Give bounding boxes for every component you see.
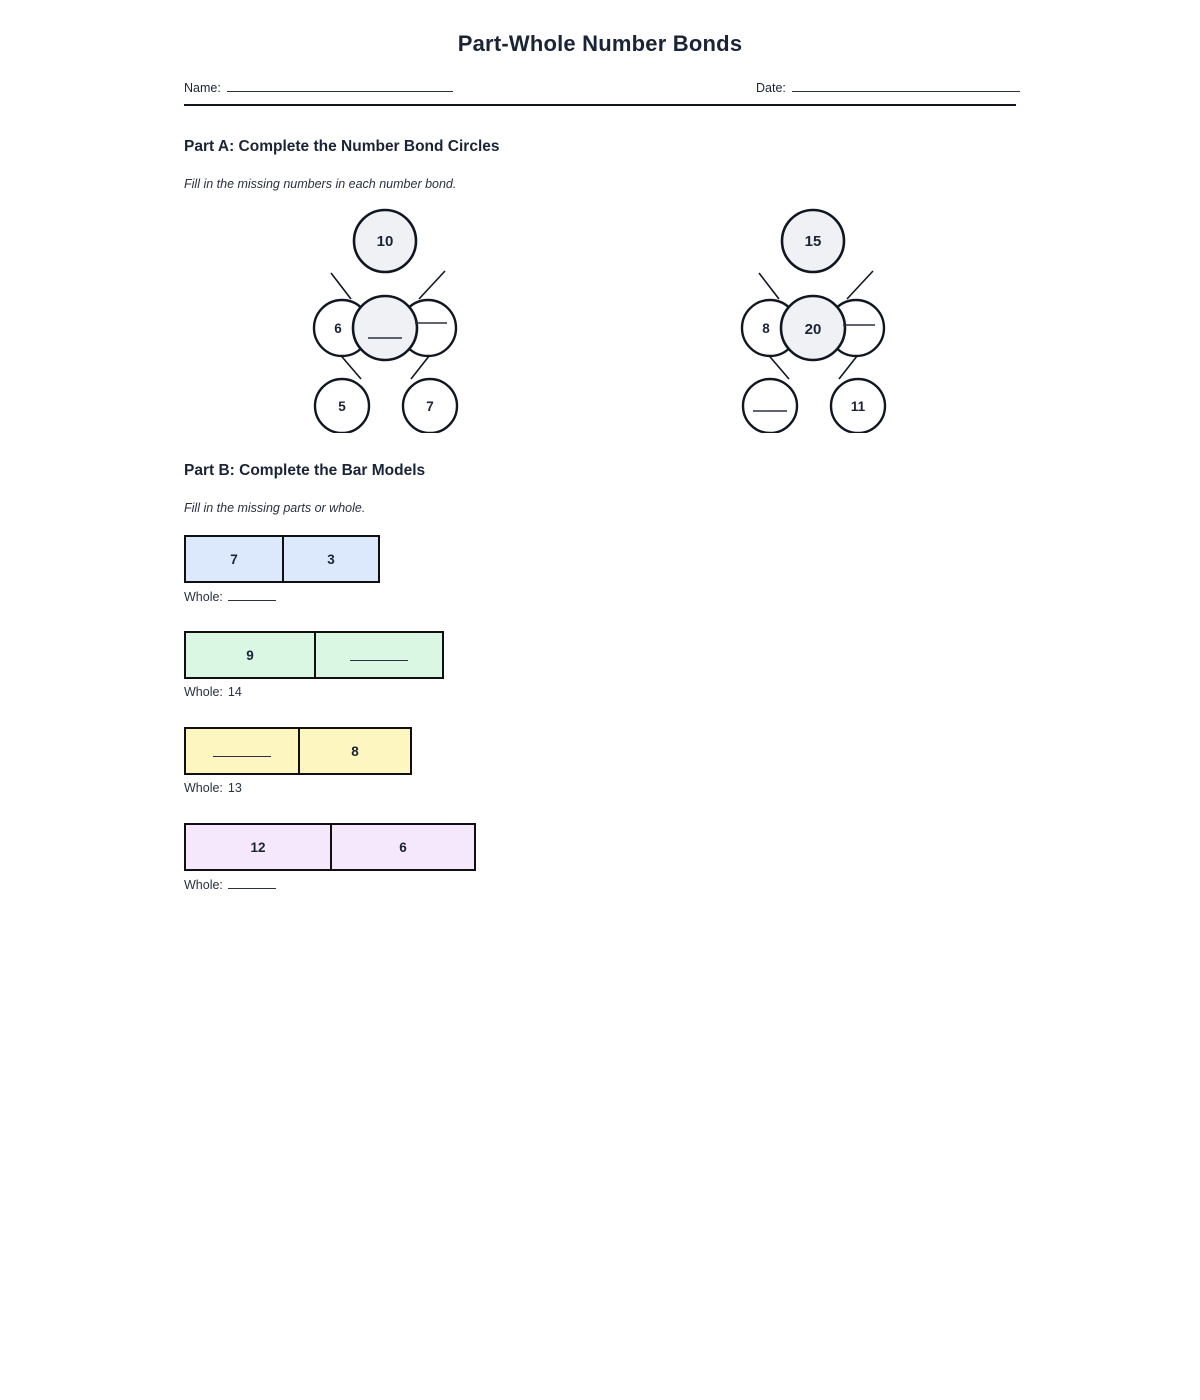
date-label: Date: xyxy=(756,81,786,95)
bar-model-1-segment-1-value: 7 xyxy=(230,551,238,567)
bar-model-1-segment-2[interactable]: 3 xyxy=(282,537,378,581)
bond1-connector-top-left xyxy=(330,272,352,300)
bond2-top-whole-circle xyxy=(780,208,846,274)
bar-model-1-whole-blank[interactable] xyxy=(227,589,276,601)
bond2-bottom-right-value: 11 xyxy=(851,399,866,414)
bond1-bottom-right-circle xyxy=(401,377,459,433)
number-bond-diagram-1: 10 6 5 7 xyxy=(275,203,495,433)
bond1-center-whole-circle xyxy=(351,294,419,362)
header-divider xyxy=(184,104,1016,106)
bar-model-2-whole-line: Whole: 14 xyxy=(184,685,444,699)
name-date-row: Name: Date: xyxy=(184,80,1020,102)
bar-model-2-segment-2-blank[interactable] xyxy=(350,649,408,661)
name-label: Name: xyxy=(184,81,221,95)
bar-model-4-segment-1[interactable]: 12 xyxy=(186,825,330,869)
bond2-connector-top-left xyxy=(758,272,780,300)
bond1-bottom-left-value: 5 xyxy=(338,399,346,414)
bar-model-4-whole-line: Whole: xyxy=(184,877,476,892)
bond1-left-part-value: 6 xyxy=(334,321,342,336)
bond2-top-whole-value: 15 xyxy=(805,233,822,250)
bond1-bottom-left-circle xyxy=(313,377,371,433)
bar-model-4-segment-1-value: 12 xyxy=(250,839,266,855)
bar-model-1-whole-label: Whole: xyxy=(184,590,223,604)
bond1-connector-top-right xyxy=(418,270,446,300)
bar-model-2-whole-value: 14 xyxy=(227,685,242,699)
bond2-center-whole-value: 20 xyxy=(805,321,822,338)
bar-model-4-whole-label: Whole: xyxy=(184,878,223,892)
page-title: Part-Whole Number Bonds xyxy=(457,31,743,56)
number-bond-diagram-2: 15 8 20 11 xyxy=(703,203,923,433)
bar-model-1-bar: 7 3 xyxy=(184,535,380,583)
bar-model-3-whole-value: 13 xyxy=(227,781,242,795)
bar-model-3-segment-1-blank[interactable] xyxy=(213,745,271,757)
bar-model-3-segment-2-value: 8 xyxy=(351,743,359,759)
bar-model-1-segment-1[interactable]: 7 xyxy=(186,537,282,581)
bond2-center-whole-circle xyxy=(779,294,847,362)
bar-model-3-whole-label: Whole: xyxy=(184,781,223,795)
bar-model-2-bar: 9 xyxy=(184,631,444,679)
part-b-instruction: Fill in the missing parts or whole. xyxy=(184,501,366,515)
name-field-group: Name: xyxy=(184,80,453,95)
bar-model-4-whole-blank[interactable] xyxy=(227,877,276,889)
bond1-top-whole-value: 10 xyxy=(377,233,394,250)
bar-model-2-whole-label: Whole: xyxy=(184,685,223,699)
part-a-instruction: Fill in the missing numbers in each numb… xyxy=(184,177,457,191)
bond1-bottom-right-value: 7 xyxy=(426,399,434,414)
bar-model-1-whole-line: Whole: xyxy=(184,589,380,604)
bar-model-3-whole-line: Whole: 13 xyxy=(184,781,412,795)
part-a-heading: Part A: Complete the Number Bond Circles xyxy=(184,138,500,155)
bar-model-1: 7 3 Whole: xyxy=(184,535,380,604)
bar-model-3-segment-2[interactable]: 8 xyxy=(298,729,410,773)
date-field-group: Date: xyxy=(756,80,1020,95)
bar-model-2: 9 Whole: 14 xyxy=(184,631,444,699)
bar-model-2-segment-2[interactable] xyxy=(314,633,442,677)
bar-model-3-segment-1[interactable] xyxy=(186,729,298,773)
bond2-bottom-left-circle xyxy=(741,377,799,433)
bar-model-2-segment-1-value: 9 xyxy=(246,647,254,663)
bar-model-4-segment-2-value: 6 xyxy=(399,839,407,855)
date-input-rule[interactable] xyxy=(791,80,1020,92)
bar-model-1-segment-2-value: 3 xyxy=(327,551,335,567)
bond2-bottom-right-circle xyxy=(829,377,887,433)
name-input-rule[interactable] xyxy=(226,80,453,92)
bar-model-4-segment-2[interactable]: 6 xyxy=(330,825,474,869)
bond2-connector-top-right xyxy=(846,270,874,300)
bar-model-4: 12 6 Whole: xyxy=(184,823,476,892)
bar-model-2-segment-1[interactable]: 9 xyxy=(186,633,314,677)
bar-model-4-bar: 12 6 xyxy=(184,823,476,871)
bond2-left-part-value: 8 xyxy=(762,321,770,336)
bond1-top-whole-circle xyxy=(352,208,418,274)
bar-model-3: 8 Whole: 13 xyxy=(184,727,412,795)
part-b-heading: Part B: Complete the Bar Models xyxy=(184,462,426,479)
bar-model-3-bar: 8 xyxy=(184,727,412,775)
